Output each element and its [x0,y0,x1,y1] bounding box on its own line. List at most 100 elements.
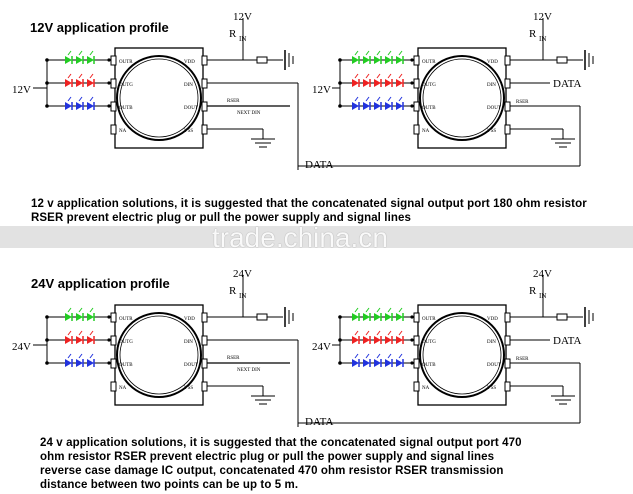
bottom-right-blue-led-diode-2 [374,359,381,367]
bottom-section-title: 24V application profile [31,276,170,291]
top-right-red-led-diode-2 [374,79,381,87]
bottom-left-chip-body [114,304,204,406]
bottom-left-red-led-ray-2 [89,330,94,336]
top-left-pin-left-3 [110,124,117,135]
bottom-right-red-led-ray-1 [365,330,370,336]
bottom-description-line-4: distance between two points can be up to… [40,479,299,491]
bottom-right-rin-subscript: IN [539,292,546,300]
bottom-left-green-led-ray-1 [78,307,83,313]
bottom-right-blue-led-ray-2 [376,353,381,359]
bottom-right-blue-led-ray-0 [354,353,359,359]
top-left-rser-label: RSER [227,99,240,104]
bottom-left-pin-left-2 [110,358,117,369]
bottom-left-rin-label: R [229,285,237,297]
top-right-pin-right-2 [504,101,511,112]
top-right-green-led-diode-3 [385,56,392,64]
top-left-blue-led-diode-2 [87,102,94,110]
bottom-left-blue-led-diode-0 [65,359,72,367]
top-right-blue-led-diode-4 [396,102,403,110]
top-right-blue-led-ray-4 [398,96,403,102]
bottom-left-pin-label-outg: OUTG [119,340,133,345]
top-left-pin-right-3 [201,124,208,135]
top-right-pin-label-dout: DOUT [487,106,501,111]
top-left-green-led-diode-2 [87,56,94,64]
top-left-green-node [45,58,49,62]
top-left-green-led-diode-0 [65,56,72,64]
bottom-right-green-led-diode-2 [374,313,381,321]
top-left-red-node [45,81,49,85]
top-right-supply-label: 12V [533,11,552,23]
top-right-rser-label: RSER [516,100,529,105]
bottom-right-green-led-diode-1 [363,313,370,321]
bottom-right-red-pin-dot [410,338,414,342]
top-left-red-led-ray-0 [67,73,72,79]
bottom-left-green-node [45,315,49,319]
top-right-pin-left-1 [413,78,420,89]
bottom-left-rin-resistor [256,313,268,321]
top-left-blue-led-diode-0 [65,102,72,110]
bottom-right-blue-led-diode-0 [352,359,359,367]
top-right-pin-left-2 [413,101,420,112]
bottom-right-supply-label: 24V [533,268,552,280]
top-left-blue-led-ray-2 [89,96,94,102]
top-right-blue-led-ray-1 [365,96,370,102]
top-right-green-pin-dot [410,58,414,62]
bottom-right-input-label: 24V [312,341,331,353]
bottom-right-red-led-diode-4 [396,336,403,344]
bottom-right-blue-led-ray-1 [365,353,370,359]
top-right-blue-led-diode-3 [385,102,392,110]
bottom-right-pin-label-na: NA [422,386,430,391]
bottom-left-pin-right-1 [201,335,208,346]
top-right-pin-label-din: DIN [487,83,496,88]
bottom-right-green-led-diode-0 [352,313,359,321]
top-right-blue-led-diode-1 [363,102,370,110]
top-right-red-led-ray-3 [387,73,392,79]
top-left-chip-circle-inner [119,58,199,138]
bottom-right-red-led-ray-3 [387,330,392,336]
bottom-right-red-led-ray-2 [376,330,381,336]
top-right-red-pin-dot [410,81,414,85]
bottom-left-red-node [45,338,49,342]
bottom-left-pin-left-3 [110,381,117,392]
top-right-red-led-ray-2 [376,73,381,79]
bottom-left-next-din-label: NEXT DIN [237,368,261,373]
top-left-red-led-ray-2 [89,73,94,79]
bottom-left-pin-left-0 [110,312,117,323]
bottom-right-pin-right-0 [504,312,511,323]
bottom-right-blue-node [338,361,342,365]
top-left-green-led-ray-1 [78,50,83,56]
top-right-data-out-label: DATA [553,78,582,90]
bottom-left-red-led-diode-2 [87,336,94,344]
bottom-right-green-led-ray-4 [398,307,403,313]
bottom-right-pin-right-1 [504,335,511,346]
bottom-right-green-led-diode-4 [396,313,403,321]
bottom-right-red-led-ray-4 [398,330,403,336]
bottom-left-red-led-diode-1 [76,336,83,344]
top-right-green-led-ray-2 [376,50,381,56]
top-left-chip-body [114,47,204,149]
bottom-left-rin-subscript: IN [239,292,246,300]
top-right-pin-left-3 [413,124,420,135]
bottom-left-blue-led-ray-1 [78,353,83,359]
bottom-left-chip-circle [116,312,202,398]
bottom-right-chip-body [417,304,507,406]
watermark-band [0,226,633,248]
top-left-rin-resistor [256,56,268,64]
bottom-right-green-led-ray-0 [354,307,359,313]
bottom-left-chip-circle-inner [119,315,199,395]
bottom-left-input-label: 24V [12,341,31,353]
top-right-pin-label-vss: VSS [487,129,496,134]
top-right-pin-label-outr: OUTR [422,60,436,65]
top-left-rin-label: R [229,28,237,40]
bottom-left-green-led-diode-2 [87,313,94,321]
bottom-left-green-led-ray-0 [67,307,72,313]
top-left-supply-label: 12V [233,11,252,23]
top-right-green-led-diode-1 [363,56,370,64]
top-right-green-led-diode-4 [396,56,403,64]
top-left-pin-right-2 [201,101,208,112]
bottom-left-pin-label-vdd: VDD [184,317,195,322]
top-right-blue-node [338,104,342,108]
top-left-pin-left-0 [110,55,117,66]
bottom-right-pin-label-vdd: VDD [487,317,498,322]
top-right-pin-label-outb: OUTB [422,106,436,111]
